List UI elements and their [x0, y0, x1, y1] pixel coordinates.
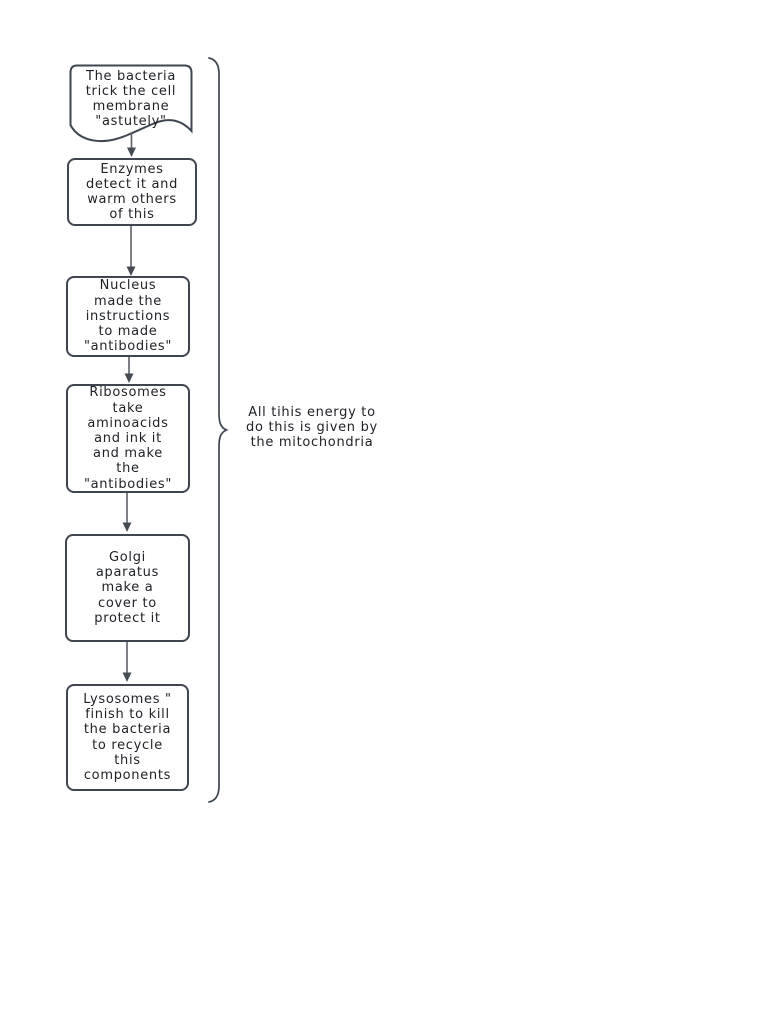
document-shape — [69, 64, 193, 143]
arrow-step5-to-step6 — [122, 642, 132, 682]
flow-step-label: The bacteria trick the cell membrane "as… — [85, 68, 177, 130]
flow-step-ribosomes: Ribosomes take aminoacids and ink it and… — [66, 384, 190, 493]
flow-step-label: Golgi aparatus make a cover to protect i… — [94, 549, 161, 626]
flow-step-label: Nucleus made the instructions to made "a… — [83, 278, 173, 355]
annotation-mitochondria: All tihis energy to do this is given by … — [246, 405, 378, 450]
flow-step-label: Enzymes detect it and warm others of thi… — [85, 161, 179, 223]
flow-step-enzymes: Enzymes detect it and warm others of thi… — [67, 158, 197, 226]
flow-step-label: Ribosomes take aminoacids and ink it and… — [83, 385, 173, 492]
arrow-step3-to-step4 — [124, 357, 134, 383]
flow-step-golgi: Golgi aparatus make a cover to protect i… — [65, 534, 190, 642]
flow-step-lysosomes: Lysosomes " finish to kill the bacteria … — [66, 684, 189, 791]
arrow-step2-to-step3 — [126, 226, 136, 276]
arrow-step4-to-step5 — [122, 493, 132, 532]
curly-brace — [208, 57, 229, 803]
flow-step-nucleus: Nucleus made the instructions to made "a… — [66, 276, 190, 357]
flow-step-bacteria-membrane: The bacteria trick the cell membrane "as… — [69, 64, 193, 144]
flow-step-label: Lysosomes " finish to kill the bacteria … — [83, 691, 172, 783]
